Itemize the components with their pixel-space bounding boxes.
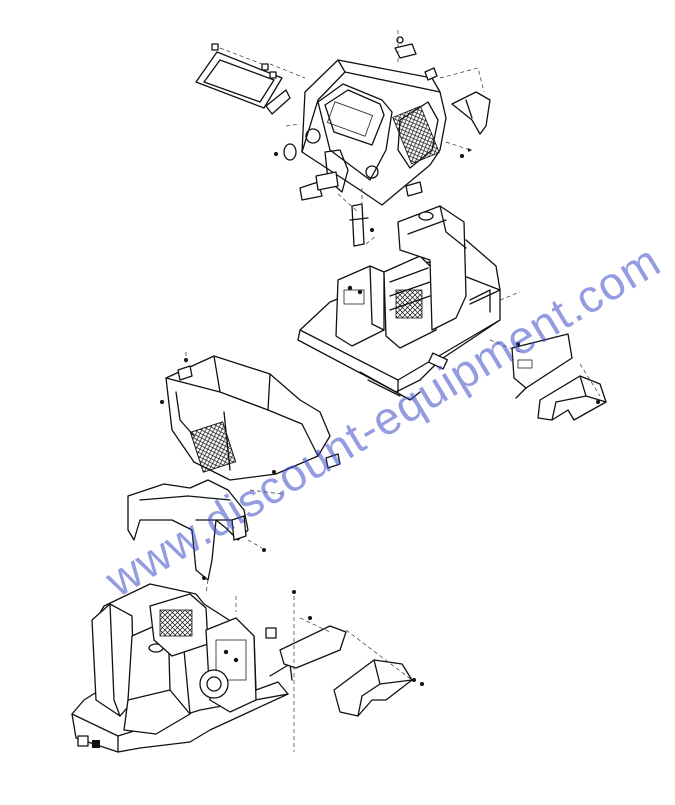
hood-latch-parts — [274, 152, 464, 247]
side-bracket-upper — [439, 67, 491, 152]
assembly-guides — [235, 123, 521, 612]
generator-frame-rear — [71, 583, 293, 753]
fender-right — [489, 333, 607, 421]
generator-frame-front — [297, 205, 501, 401]
fender-lower — [265, 590, 424, 752]
rear-bracket — [127, 479, 266, 595]
control-window — [195, 43, 306, 115]
upper-hood-panel — [283, 30, 447, 206]
rear-hood-panel — [160, 352, 341, 481]
